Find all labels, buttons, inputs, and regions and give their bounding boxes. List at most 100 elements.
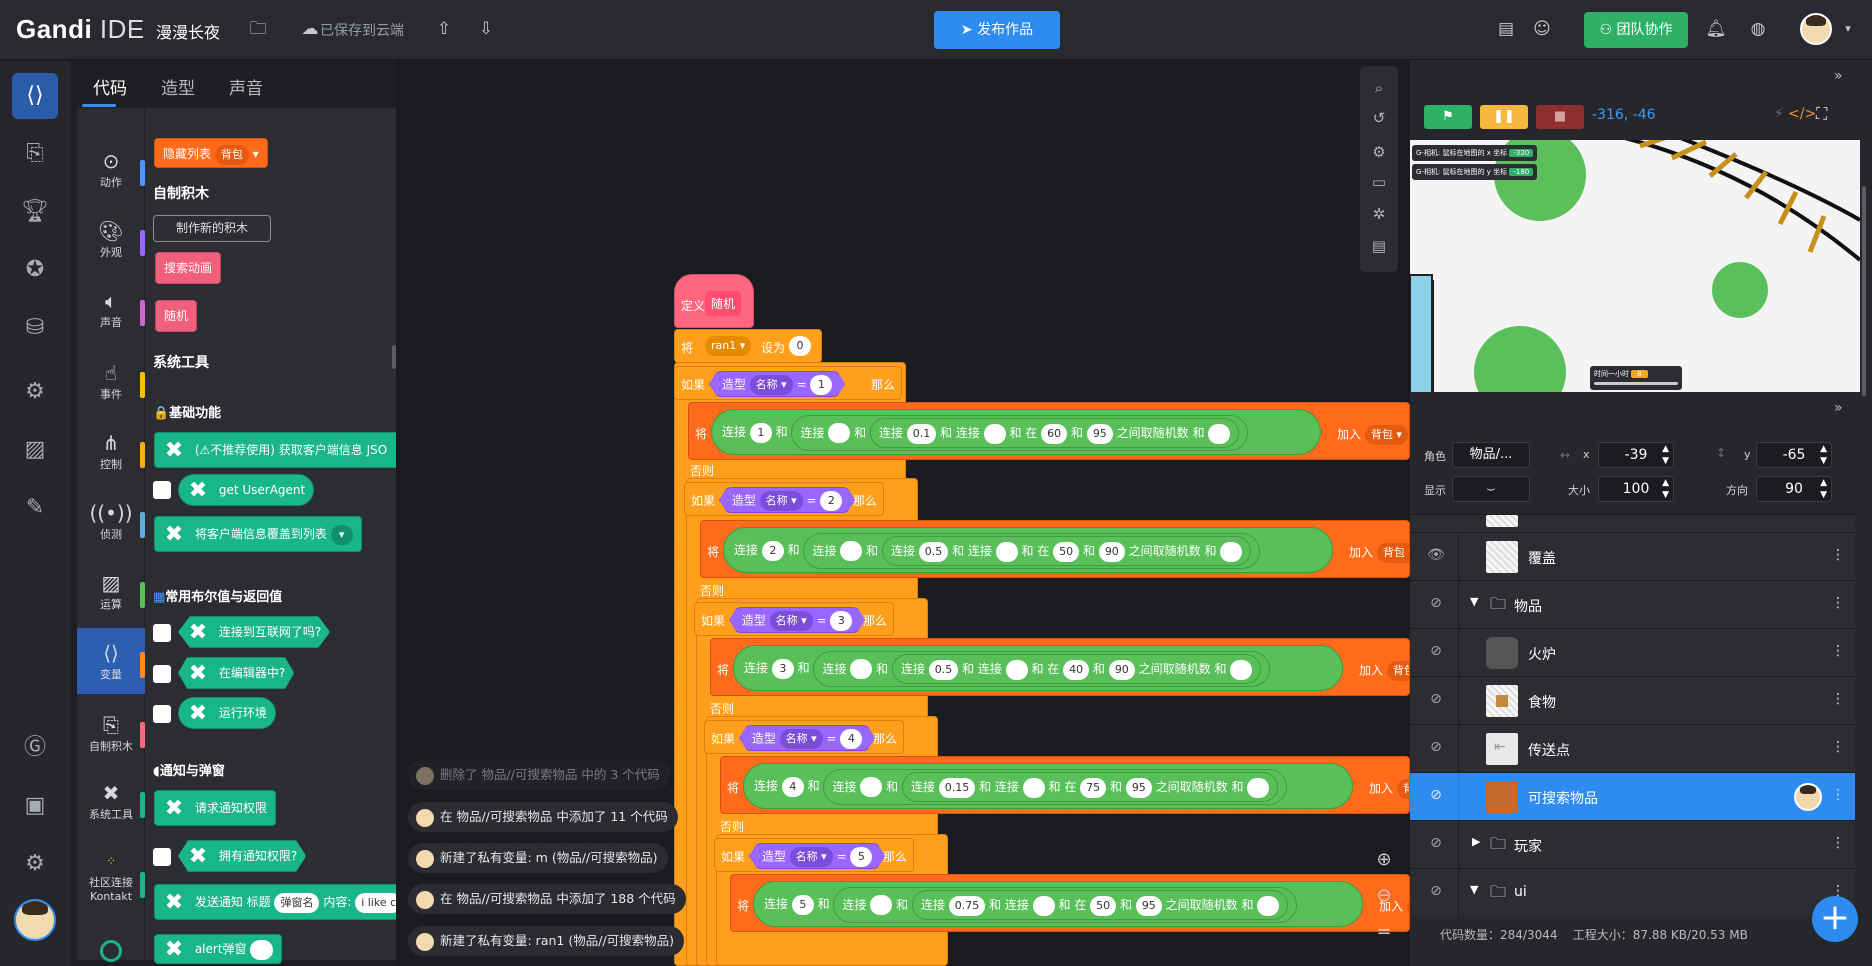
green-flag-button[interactable]: ⚑	[1424, 105, 1472, 129]
client-info-to-list-block[interactable]: ✖ 将客户端信息覆盖到列表 ▾	[154, 516, 362, 552]
collapse-props-icon[interactable]: »	[1834, 400, 1843, 416]
set-variable-block[interactable]: 将 ran1 ▾ 设为 0	[674, 329, 822, 363]
category-system-tools[interactable]: ✖系统工具	[77, 780, 145, 830]
category-operators[interactable]: ▨运算	[77, 570, 145, 620]
tab-sound[interactable]: 声音	[229, 79, 263, 99]
join-reporter[interactable]: 连接 和 连接 0.15 和 连接 和 在 75 和 95 之间取随机数 和	[823, 768, 1288, 805]
eye-off-icon[interactable]: ⊘	[1430, 739, 1442, 755]
costume-reporter[interactable]: 造型 名称 ▾ = 4	[739, 725, 876, 751]
join-reporter[interactable]: 连接 0.1 和 连接 和 在 60 和 95 之间取随机数 和	[869, 418, 1240, 448]
search-anim-block[interactable]: 搜索动画	[155, 252, 222, 284]
costume-reporter[interactable]: 造型 名称 ▾ = 3	[729, 607, 866, 633]
robot-icon[interactable]: ⚙	[25, 379, 45, 404]
sprite-row-partial[interactable]	[1410, 514, 1855, 532]
cloud-upload-icon[interactable]: ⇧	[436, 19, 452, 39]
pause-button[interactable]: ❚❚	[1480, 105, 1528, 129]
checkbox[interactable]	[153, 705, 171, 723]
award-icon[interactable]: ✪	[25, 257, 45, 282]
zoom-in-icon[interactable]: ⊕	[1376, 849, 1392, 870]
sprite-row[interactable]: ⊘⇤传送点⋮	[1410, 724, 1855, 773]
asset-nav-icon[interactable]: ⎘	[26, 141, 44, 166]
checkbox[interactable]	[153, 665, 171, 683]
join-reporter[interactable]: 连接 0.5 和 连接 和 在 50 和 90 之间取随机数 和	[881, 536, 1252, 566]
tab-costume[interactable]: 造型	[161, 79, 195, 99]
trophy-icon[interactable]: 🏆︎	[21, 199, 49, 224]
terminal-icon[interactable]: ▭	[1371, 173, 1387, 191]
more-icon[interactable]: ⋮	[1831, 835, 1845, 851]
join-reporter[interactable]: 连接 0.15 和 连接 和 在 75 和 95 之间取随机数 和	[901, 772, 1279, 802]
document-icon[interactable]: ▤	[1371, 237, 1387, 255]
project-name[interactable]: 漫漫长夜	[156, 23, 221, 42]
sprite-row[interactable]: ⊘火炉⋮	[1410, 628, 1855, 677]
eye-off-icon[interactable]: ⊘	[1430, 883, 1442, 899]
eye-icon[interactable]: 👁︎	[1427, 547, 1445, 563]
more-icon[interactable]: ⋮	[1831, 787, 1845, 803]
costume-reporter[interactable]: 造型 名称 ▾ = 2	[719, 487, 856, 513]
chevron-down-icon[interactable]: ▼	[1470, 595, 1479, 608]
internet-connected-block[interactable]: ✖ 连接到互联网了吗?	[178, 616, 331, 648]
checkbox[interactable]	[153, 624, 171, 642]
settings-gear-icon[interactable]: ⚙	[25, 851, 45, 876]
extension-icon[interactable]	[100, 940, 122, 962]
team-collab-button[interactable]: ⚇ 团队协作	[1584, 12, 1688, 48]
in-editor-block[interactable]: ✖ 在编辑器中?	[178, 657, 295, 689]
make-block-button[interactable]: 制作新的积木	[153, 215, 271, 242]
visibility-toggle[interactable]: ⌣	[1452, 476, 1530, 502]
join-reporter[interactable]: 连接 5 和 连接 和 连接 0.75 和 连接 和 在 50 和 95 之间取…	[753, 881, 1363, 927]
sprite-row[interactable]: ⊘食物⋮	[1410, 676, 1855, 725]
folder-icon[interactable]: 🗀	[249, 19, 267, 39]
x-input[interactable]: -39▲▼	[1598, 442, 1674, 468]
join-reporter[interactable]: 连接 4 和 连接 和 连接 0.15 和 连接 和 在 75 和 95 之间取…	[743, 763, 1353, 809]
gandi-icon[interactable]: Ⓖ	[23, 735, 46, 760]
database-icon[interactable]: ⛁	[25, 315, 45, 340]
notes-icon[interactable]: ▤	[1497, 19, 1515, 39]
folder-row[interactable]: ⊘▶🗀玩家⋮	[1410, 820, 1855, 869]
stage-scrollbar[interactable]	[1862, 186, 1866, 396]
hide-list-block[interactable]: 隐藏列表 背包 ▾	[154, 138, 268, 168]
if-header[interactable]: 如果 造型 名称 ▾ = 4 那么	[704, 720, 904, 754]
add-to-list-block[interactable]: 将 连接 5 和 连接 和 连接 0.75 和 连接 和 在 50 和 95 之…	[730, 874, 1410, 932]
palette-scrollbar[interactable]	[392, 345, 396, 369]
join-reporter[interactable]: 连接 0.75 和 连接 和 在 50 和 95 之间取随机数 和	[911, 890, 1289, 920]
category-looks[interactable]: 🎨︎外观	[77, 218, 145, 268]
slider-track[interactable]	[1594, 382, 1678, 385]
sprite-row[interactable]: 👁︎覆盖⋮	[1410, 532, 1855, 581]
checkbox[interactable]	[153, 848, 171, 866]
robot-icon[interactable]: ⚙	[1372, 143, 1386, 161]
alert-block[interactable]: ✖ alert弹窗	[154, 934, 282, 964]
brush-icon[interactable]: ✎	[25, 495, 45, 520]
eye-off-icon[interactable]: ⊘	[1430, 691, 1442, 707]
category-myblocks[interactable]: ⎘自制积木	[77, 712, 145, 762]
get-client-info-block[interactable]: ✖ (⚠不推荐使用) 获取客户端信息 JSO	[154, 432, 399, 468]
join-reporter[interactable]: 连接 和 连接 0.1 和 连接 和 在 60 和 95 之间取随机数 和	[791, 414, 1249, 451]
costume-reporter[interactable]: 造型 名称 ▾ = 5	[749, 843, 886, 869]
eye-off-icon[interactable]: ⊘	[1430, 787, 1442, 803]
random-block[interactable]: 随机	[155, 300, 198, 332]
eye-off-icon[interactable]: ⊘	[1430, 595, 1442, 611]
join-reporter[interactable]: 连接 和 连接 0.75 和 连接 和 在 50 和 95 之间取随机数 和	[833, 886, 1298, 923]
send-notify-block[interactable]: ✖ 发送通知 标题 弹窗名 内容: i like c	[154, 884, 403, 920]
chevron-down-icon[interactable]: ▾	[1845, 22, 1851, 35]
category-events[interactable]: ☝事件	[77, 360, 145, 410]
stop-button[interactable]: ■	[1536, 105, 1584, 129]
eye-off-icon[interactable]: ⊘	[1430, 835, 1442, 851]
publish-button[interactable]: ➤ 发布作品	[934, 11, 1060, 49]
category-sensing[interactable]: ((•))侦测	[77, 500, 145, 550]
category-variables[interactable]: ⟨⟩变量	[77, 628, 145, 694]
runtime-env-block[interactable]: ✖ 运行环境	[178, 697, 276, 729]
define-block[interactable]: 定义 随机	[674, 274, 754, 328]
has-notify-perm-block[interactable]: ✖ 拥有通知权限?	[178, 840, 307, 872]
chevron-down-icon[interactable]: ▼	[1470, 883, 1479, 896]
slider-monitor[interactable]: 时间一小时 8	[1590, 366, 1682, 390]
more-icon[interactable]: ⋮	[1831, 643, 1845, 659]
cloud-download-icon[interactable]: ⇩	[478, 19, 494, 39]
add-to-list-block[interactable]: 将 连接 4 和 连接 和 连接 0.15 和 连接 和 在 75 和 95 之…	[720, 756, 1410, 814]
expand-stage-icon[interactable]: »	[1834, 68, 1843, 84]
join-reporter[interactable]: 连接 3 和 连接 和 连接 0.5 和 连接 和 在 40 和 90 之间取随…	[733, 645, 1343, 691]
reset-zoom-icon[interactable]: =	[1376, 921, 1392, 942]
history-icon[interactable]: ↺	[1372, 109, 1386, 127]
chevron-right-icon[interactable]: ▶	[1472, 835, 1481, 848]
direction-input[interactable]: 90▲▼	[1756, 476, 1832, 502]
join-reporter[interactable]: 连接 1 和 连接 和 连接 0.1 和 连接 和 在 60 和 95 之间取随…	[711, 409, 1321, 455]
profile-avatar[interactable]	[14, 899, 56, 941]
